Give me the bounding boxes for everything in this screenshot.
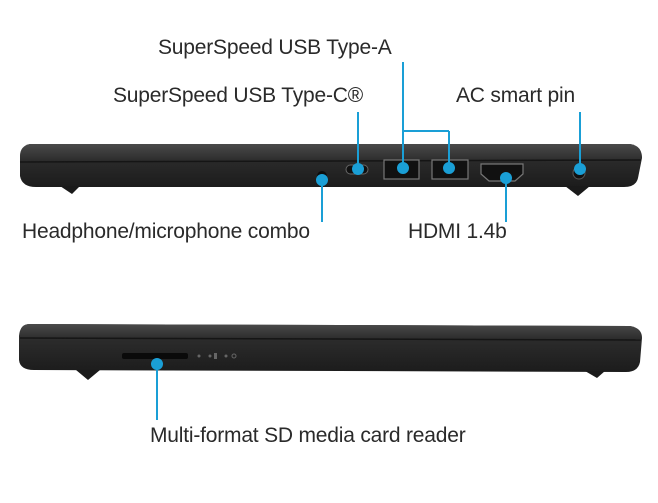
label-ac-smart-pin: AC smart pin bbox=[456, 84, 575, 107]
laptop-right-side bbox=[19, 144, 642, 196]
label-usb-type-a: SuperSpeed USB Type-A bbox=[158, 36, 392, 59]
callout-line-bottom bbox=[151, 358, 163, 420]
status-leds bbox=[197, 353, 237, 359]
laptop-left-side bbox=[19, 324, 642, 380]
label-sd-reader: Multi-format SD media card reader bbox=[150, 424, 466, 447]
label-hdmi: HDMI 1.4b bbox=[408, 220, 507, 243]
label-usb-type-c: SuperSpeed USB Type-C® bbox=[113, 84, 363, 107]
callout-lines-top bbox=[316, 62, 586, 222]
sd-card-slot bbox=[122, 353, 188, 359]
label-headphone-combo: Headphone/microphone combo bbox=[22, 220, 310, 243]
hdmi-port bbox=[480, 163, 524, 182]
